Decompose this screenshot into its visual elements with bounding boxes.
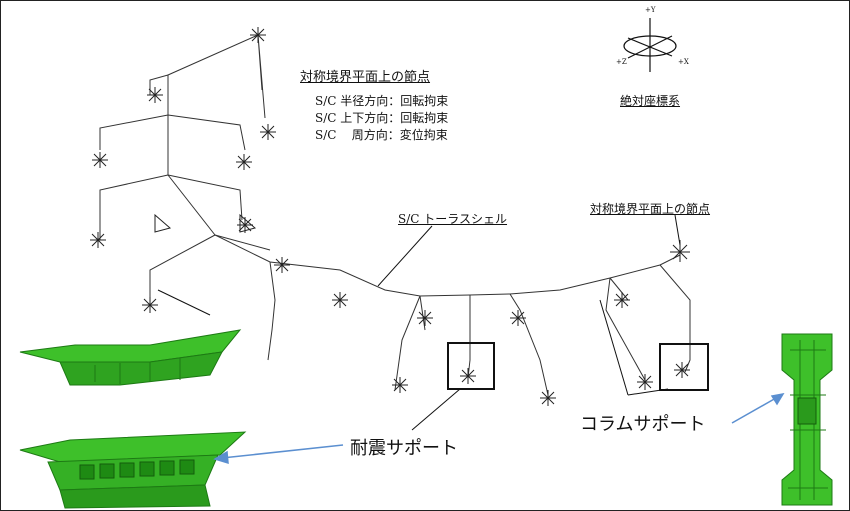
constraint-vertical: S/C 上下方向：回転拘束	[315, 111, 449, 125]
frame-members	[99, 34, 691, 396]
constraint-conditions: S/C 半径方向：回転拘束 S/C 上下方向：回転拘束 S/C 周方向：変位拘束	[315, 93, 448, 144]
axis-plus-x: +X	[678, 58, 689, 66]
coordinate-system-icon	[623, 18, 677, 72]
column-support-box	[659, 343, 709, 391]
absolute-coords-label: 絶対座標系	[620, 94, 681, 108]
column-support-model	[781, 333, 833, 506]
seismic-support-model	[19, 329, 247, 509]
node-symbols	[90, 27, 690, 406]
constraint-radial: S/C 半径方向：回転拘束	[315, 94, 449, 108]
column-support-label: コラムサポート	[580, 414, 706, 435]
axis-plus-y: +Y	[645, 6, 656, 14]
seismic-support-label: 耐震サポート	[350, 438, 458, 459]
symmetry-node-label-right: 対称境界平面上の節点	[590, 202, 711, 216]
torus-shell-label: S/C トーラスシェル	[398, 212, 508, 226]
leader-lines	[157, 214, 681, 431]
symmetry-node-label-top: 対称境界平面上の節点	[300, 70, 431, 85]
axis-plus-z: +Z	[616, 58, 627, 66]
constraint-circumferential: S/C 周方向：変位拘束	[315, 128, 448, 142]
seismic-support-box	[447, 342, 495, 390]
blue-arrows	[213, 392, 785, 465]
